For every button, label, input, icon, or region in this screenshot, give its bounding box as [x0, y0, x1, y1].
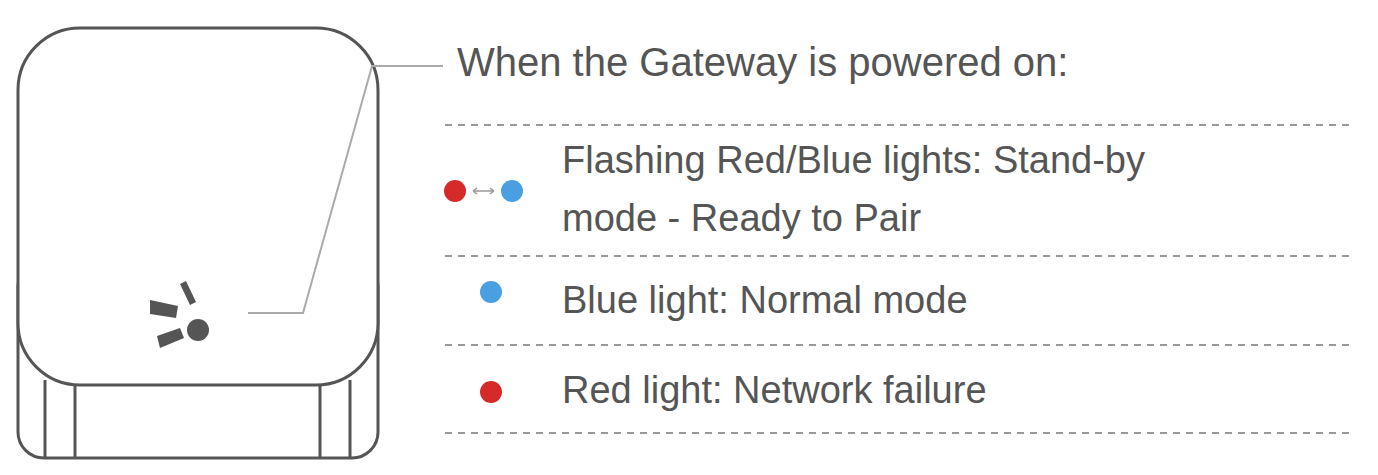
- base-edge: [349, 380, 352, 457]
- legend-text: Flashing Red/Blue lights: Stand-by mode …: [562, 131, 1162, 247]
- leader-line: [248, 66, 443, 313]
- led-ray: [150, 300, 178, 318]
- divider: [445, 255, 1352, 257]
- base-edge: [44, 380, 47, 457]
- legend-swatch: [480, 281, 502, 303]
- heading: When the Gateway is powered on:: [457, 36, 1337, 88]
- legend-text: Blue light: Normal mode: [562, 271, 1162, 329]
- base-edge: [319, 380, 322, 457]
- divider: [445, 432, 1352, 434]
- legend-swatch: [480, 381, 502, 403]
- led-ray: [180, 281, 196, 305]
- divider: [445, 344, 1352, 346]
- led-ray: [157, 328, 184, 348]
- led-indicator: [187, 319, 209, 341]
- legend-text: Red light: Network failure: [562, 361, 1162, 419]
- base-edge: [74, 380, 77, 457]
- divider: [445, 124, 1352, 126]
- device-top: [18, 28, 378, 385]
- flashing-icon: [437, 176, 537, 206]
